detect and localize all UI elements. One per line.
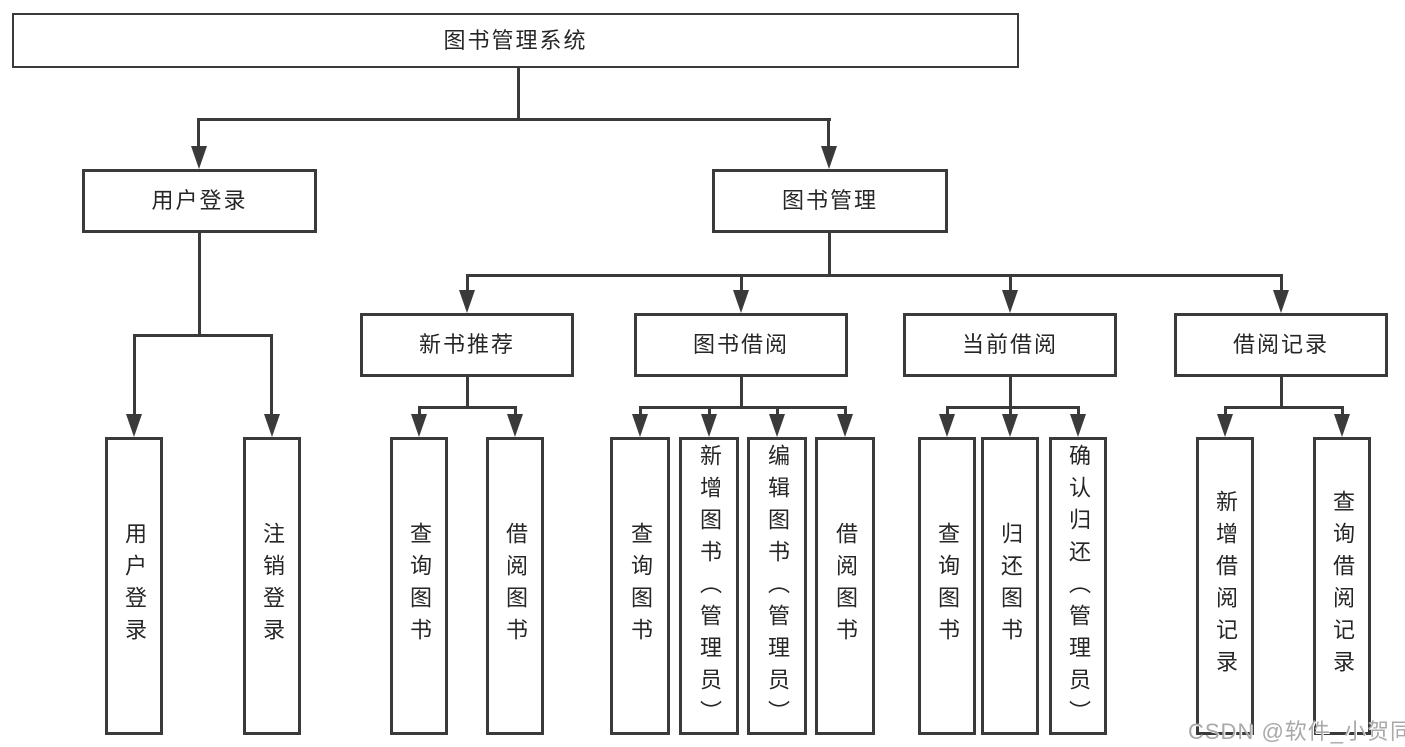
leaf-add-book-admin: 新增图书（管理员）: [679, 437, 739, 735]
arrowhead-icon: [1334, 414, 1350, 437]
connector-borrow-records-stem: [1280, 377, 1283, 409]
connector-root-stem: [517, 68, 520, 121]
arrowhead-icon: [264, 414, 280, 437]
leaf-query-books-newbooks: 查询图书: [390, 437, 448, 735]
leaf-borrow-books-borrow: 借阅图书: [815, 437, 875, 735]
connector-drop: [466, 277, 469, 293]
leaf-label: 借阅图书: [503, 522, 528, 650]
arrowhead-icon: [411, 414, 427, 437]
connector-new-book-branch: [418, 406, 517, 409]
leaf-logout: 注销登录: [243, 437, 301, 735]
leaf-label: 查询图书: [628, 522, 653, 650]
leaf-label: 新增借阅记录: [1213, 490, 1238, 682]
leaf-user-login: 用户登录: [105, 437, 163, 735]
connector-current-borrow-branch: [946, 406, 1080, 409]
connector-drop: [776, 409, 779, 416]
connector-drop: [1009, 277, 1012, 293]
arrowhead-icon: [191, 146, 207, 169]
connector-user-login-stem: [198, 233, 201, 337]
connector-drop: [197, 121, 200, 149]
arrowhead-icon: [1070, 414, 1086, 437]
connector-borrow-records-branch: [1224, 406, 1344, 409]
connector-drop: [1280, 277, 1283, 293]
node-root: 图书管理系统: [12, 13, 1019, 68]
connector-current-borrow-stem: [1009, 377, 1012, 409]
connector-drop: [418, 409, 421, 416]
leaf-label: 查询图书: [935, 522, 960, 650]
connector-drop: [1009, 409, 1012, 416]
connector-drop: [1077, 409, 1080, 416]
leaf-query-borrow-record: 查询借阅记录: [1313, 437, 1371, 735]
arrowhead-icon: [1217, 414, 1233, 437]
connector-drop: [1341, 409, 1344, 416]
leaf-borrow-books-newbooks: 借阅图书: [486, 437, 544, 735]
leaf-label: 确认归还（管理员）: [1066, 444, 1091, 732]
connector-drop: [946, 409, 949, 416]
leaf-label: 查询图书: [407, 522, 432, 650]
connector-book-borrow-stem: [740, 377, 743, 409]
leaf-label: 查询借阅记录: [1330, 490, 1355, 682]
leaf-label: 编辑图书（管理员）: [765, 444, 790, 732]
arrowhead-icon: [837, 414, 853, 437]
leaf-return-books: 归还图书: [981, 437, 1039, 735]
arrowhead-icon: [939, 414, 955, 437]
connector-drop: [827, 121, 830, 149]
leaf-confirm-return-admin: 确认归还（管理员）: [1049, 437, 1107, 735]
leaf-query-books-borrow: 查询图书: [610, 437, 670, 735]
arrowhead-icon: [459, 290, 475, 313]
connector-drop: [1224, 409, 1227, 416]
connector-book-borrow-branch: [639, 406, 847, 409]
leaf-add-borrow-record: 新增借阅记录: [1196, 437, 1254, 735]
node-current-borrow: 当前借阅: [903, 313, 1117, 377]
node-book-management: 图书管理: [712, 169, 948, 233]
arrowhead-icon: [701, 414, 717, 437]
node-user-login: 用户登录: [82, 169, 317, 233]
leaf-label: 注销登录: [260, 522, 285, 650]
arrowhead-icon: [1273, 290, 1289, 313]
connector-drop: [514, 409, 517, 416]
arrowhead-icon: [632, 414, 648, 437]
connector-drop: [708, 409, 711, 416]
connector-user-login-branch: [133, 334, 273, 337]
connector-root-branch: [197, 118, 831, 121]
arrowhead-icon: [821, 146, 837, 169]
arrowhead-icon: [507, 414, 523, 437]
node-borrow-records: 借阅记录: [1174, 313, 1388, 377]
connector-drop: [133, 337, 136, 417]
csdn-watermark: CSDN @软件_小贺同学: [1188, 719, 1405, 744]
arrowhead-icon: [126, 414, 142, 437]
connector-drop: [270, 337, 273, 417]
connector-book-management-stem: [828, 233, 831, 277]
node-new-book-recommend: 新书推荐: [360, 313, 574, 377]
arrowhead-icon: [1002, 414, 1018, 437]
leaf-label: 新增图书（管理员）: [697, 444, 722, 732]
arrowhead-icon: [769, 414, 785, 437]
connector-drop: [844, 409, 847, 416]
arrowhead-icon: [1002, 290, 1018, 313]
leaf-edit-book-admin: 编辑图书（管理员）: [747, 437, 807, 735]
connector-book-management-branch: [466, 274, 1283, 277]
arrowhead-icon: [733, 290, 749, 313]
connector-drop: [639, 409, 642, 416]
node-book-borrow: 图书借阅: [634, 313, 848, 377]
leaf-query-books-current: 查询图书: [918, 437, 976, 735]
connector-new-book-stem: [466, 377, 469, 409]
leaf-label: 用户登录: [122, 522, 147, 650]
leaf-label: 归还图书: [998, 522, 1023, 650]
connector-drop: [740, 277, 743, 293]
leaf-label: 借阅图书: [833, 522, 858, 650]
